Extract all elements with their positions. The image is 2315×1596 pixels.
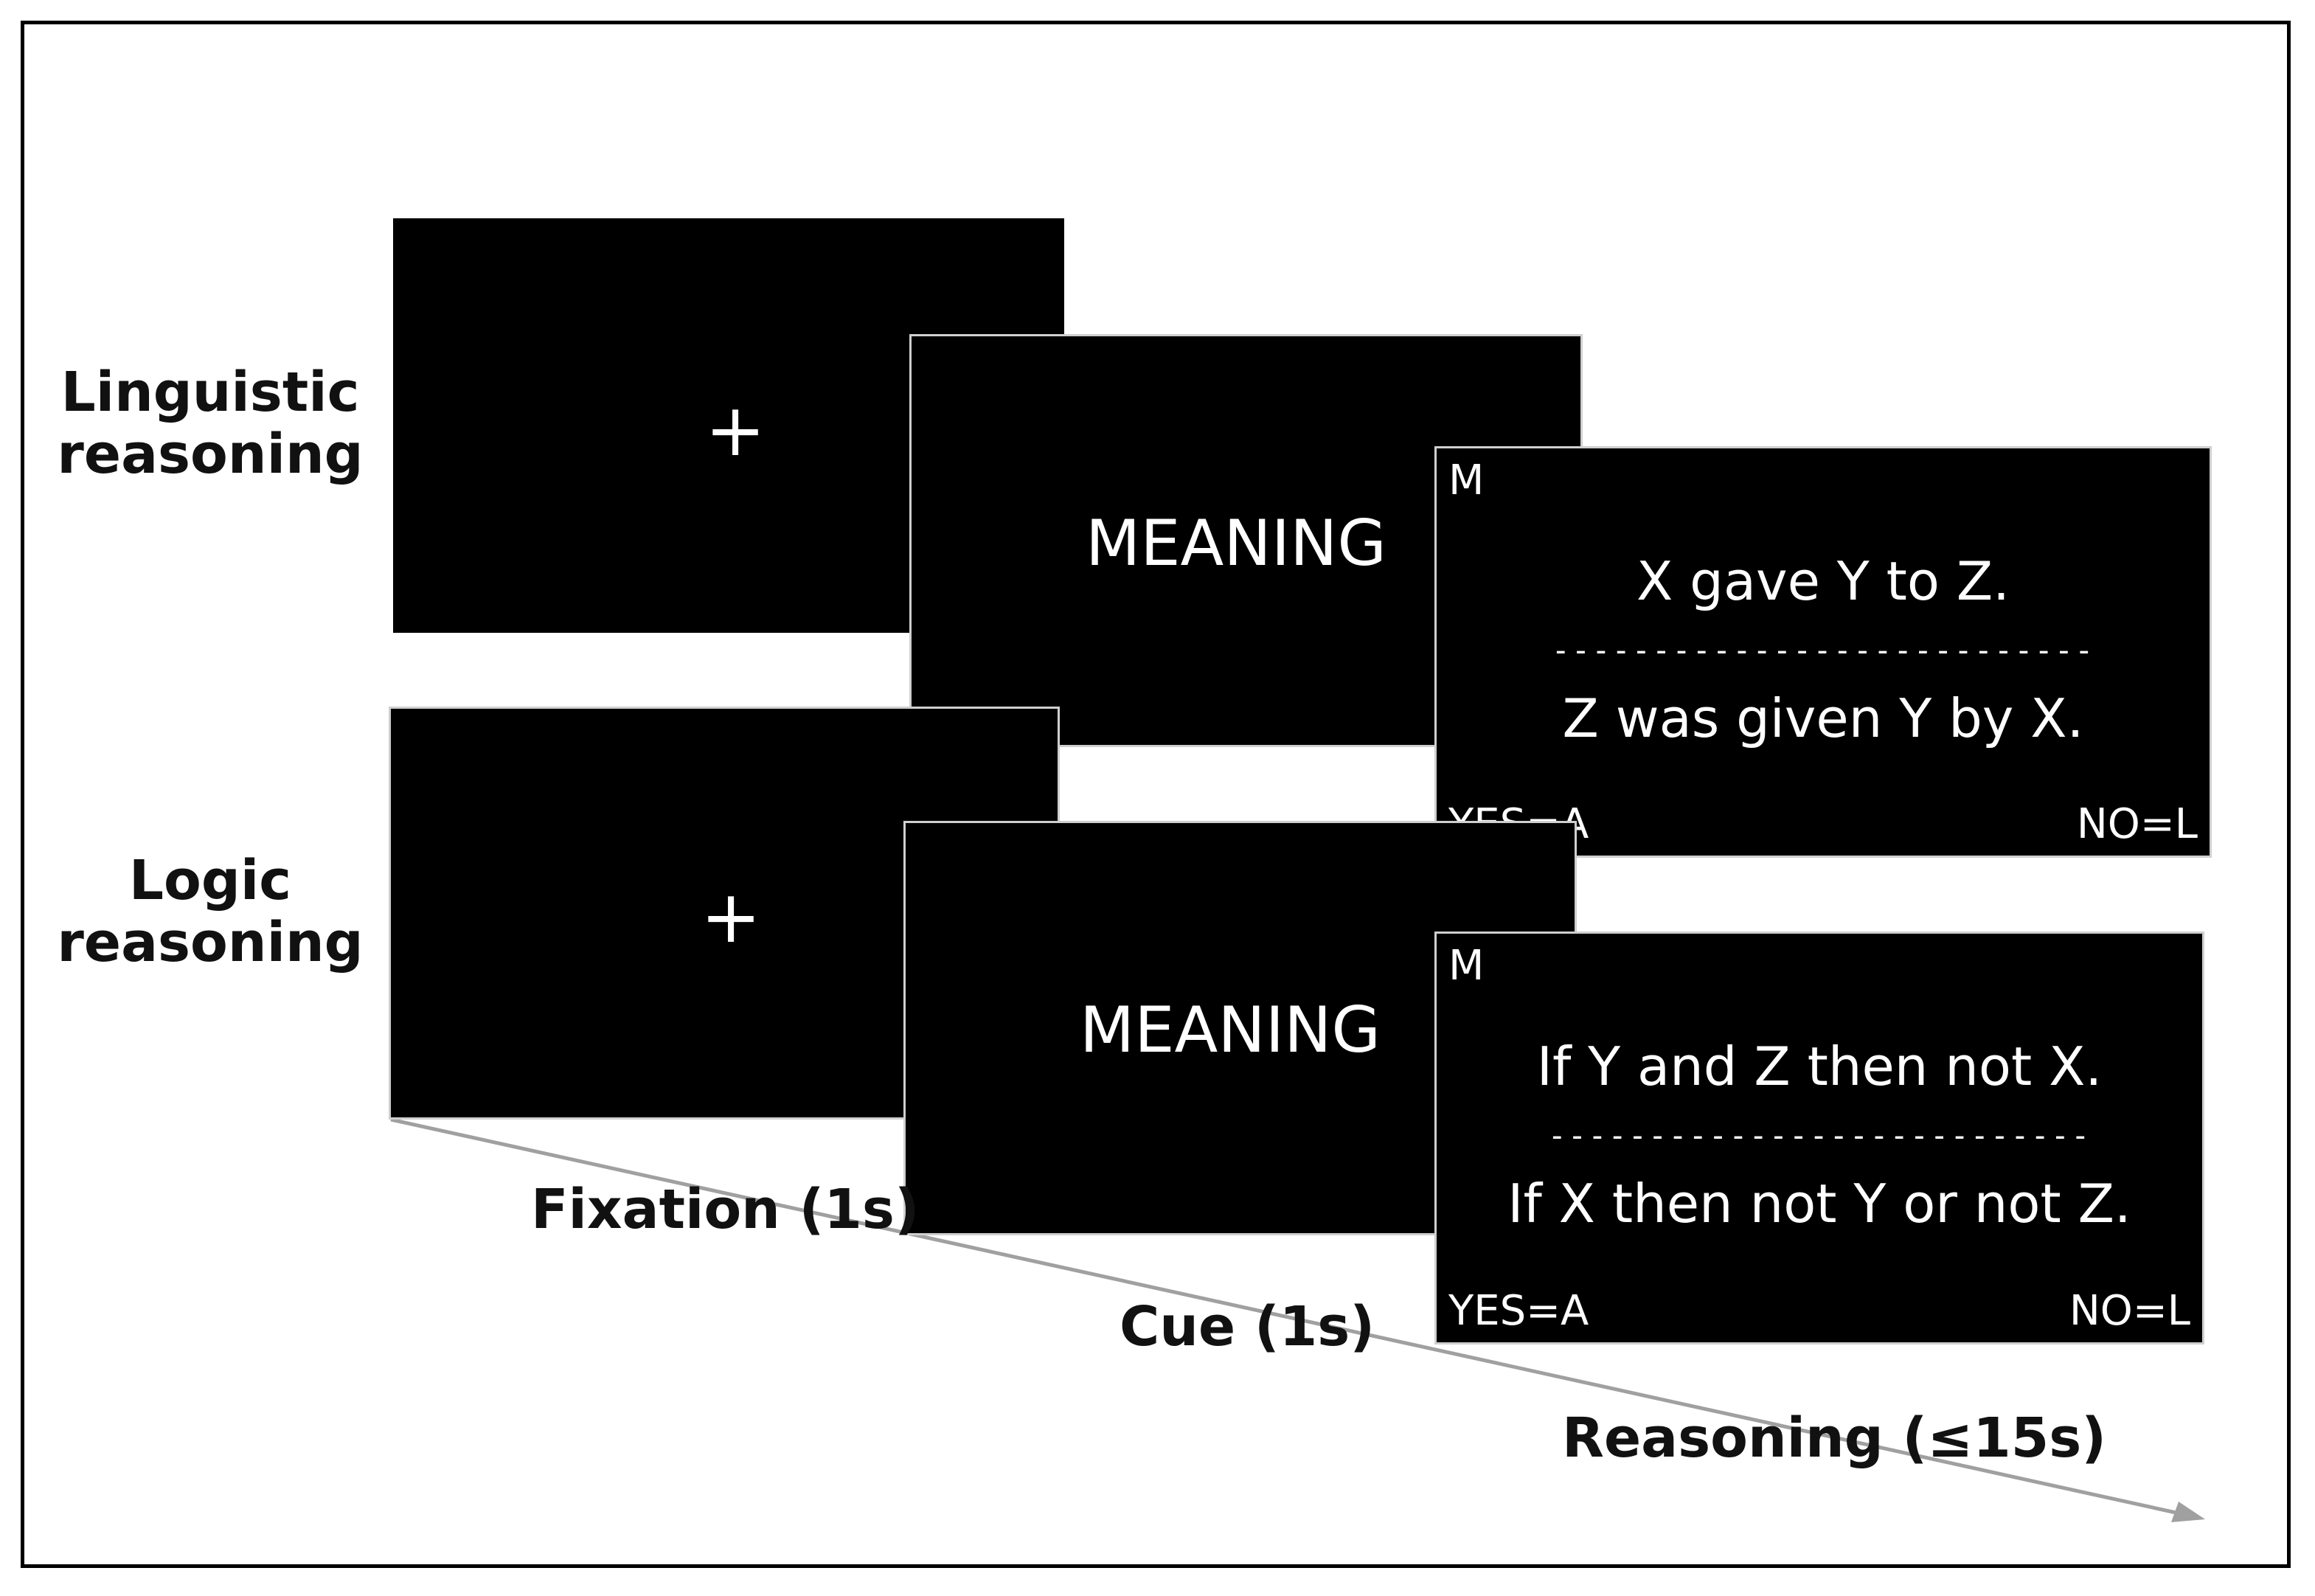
conclusion-text: Z was given Y by X.: [1562, 687, 2084, 749]
conclusion-text: If X then not Y or not Z.: [1507, 1173, 2131, 1235]
row-label-line1: Logic: [128, 849, 292, 912]
reasoning-screen-logic: M If Y and Z then not X. ---------------…: [1434, 931, 2204, 1345]
row-label-line2: reasoning: [57, 423, 364, 486]
timeline-label-fixation: Fixation (1s): [531, 1178, 920, 1241]
fixation-cross: +: [705, 389, 766, 473]
timeline-label-reasoning: Reasoning (≤15s): [1562, 1406, 2107, 1470]
premise-text: If Y and Z then not X.: [1536, 1035, 2103, 1097]
cue-text: MEANING: [1086, 507, 1387, 580]
cue-text: MEANING: [1080, 993, 1381, 1067]
premise-text: X gave Y to Z.: [1636, 550, 2010, 612]
corner-m-label: M: [1448, 942, 1485, 990]
no-key-label: NO=L: [2069, 1287, 2190, 1335]
timeline-arrow-head: [2171, 1502, 2205, 1522]
reasoning-screen-linguistic: M X gave Y to Z. -----------------------…: [1434, 446, 2212, 858]
row-label-line1: Linguistic: [60, 361, 360, 424]
corner-m-label: M: [1448, 457, 1485, 504]
row-label-line2: reasoning: [57, 911, 364, 974]
row-label-linguistic: Linguistic reasoning: [44, 361, 376, 485]
timeline-arrow-line: [390, 1117, 2180, 1516]
no-key-label: NO=L: [2076, 800, 2198, 848]
fixation-cross: +: [701, 875, 762, 960]
separator-line: ---------------------------: [1551, 632, 2095, 668]
row-label-logic: Logic reasoning: [44, 850, 376, 974]
yes-key-label: YES=A: [1448, 1287, 1589, 1335]
timeline-label-cue: Cue (1s): [1120, 1295, 1375, 1359]
separator-line: ---------------------------: [1547, 1117, 2092, 1153]
